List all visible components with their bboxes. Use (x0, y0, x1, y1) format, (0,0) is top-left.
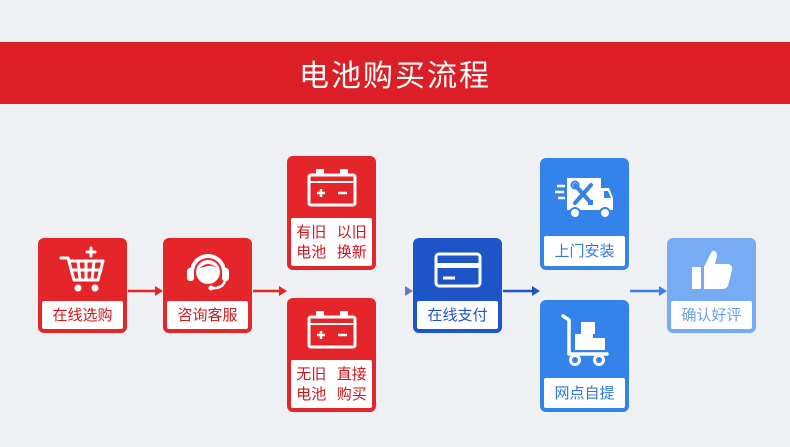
step-label-line: 无旧电池 (296, 365, 327, 403)
step-icon-area (287, 156, 376, 218)
shopping-cart-icon (59, 246, 104, 291)
headset-icon (186, 253, 229, 290)
step-label: 咨询客服 (167, 301, 248, 329)
step-label: 在线选购 (42, 301, 123, 329)
step-consult-service[interactable]: 咨询客服 (163, 238, 252, 333)
step-icon-area (163, 238, 252, 301)
page-title: 电池购买流程 (0, 42, 790, 104)
step-online-select[interactable]: 在线选购 (38, 238, 127, 333)
step-confirm-review[interactable]: 确认好评 (667, 238, 756, 333)
step-label: 网点自提 (544, 378, 625, 408)
step-label-line: 有旧电池 (296, 223, 327, 261)
hand-cart-icon (560, 314, 609, 366)
service-truck-icon (554, 178, 613, 219)
step-label: 无旧电池 直接购买 (291, 360, 372, 408)
arrow-delivery-to-review (630, 286, 667, 296)
step-icon-area (667, 238, 756, 301)
step-icon-area (413, 238, 502, 301)
arrow-select-to-consult (128, 286, 163, 296)
step-label: 上门安装 (544, 236, 625, 266)
step-icon-area (540, 300, 629, 378)
step-label: 有旧电池 以旧换新 (291, 218, 372, 266)
step-store-pickup[interactable]: 网点自提 (540, 300, 629, 412)
step-online-pay[interactable]: 在线支付 (413, 238, 502, 333)
arrow-pay-to-delivery (503, 286, 540, 296)
card-icon (434, 252, 481, 287)
step-trade-in[interactable]: 有旧电池 以旧换新 (287, 156, 376, 270)
step-label: 在线支付 (417, 301, 498, 329)
thumbs-up-icon (691, 250, 732, 289)
step-label-line: 直接购买 (336, 365, 367, 403)
step-icon-area (540, 158, 629, 236)
arrow-consult-to-battery (253, 286, 287, 296)
arrow-battery-to-pay (378, 286, 413, 296)
step-direct-buy[interactable]: 无旧电池 直接购买 (287, 298, 376, 412)
step-home-install[interactable]: 上门安装 (540, 158, 629, 270)
step-label-line: 以旧换新 (336, 223, 367, 261)
battery-icon (307, 169, 356, 207)
step-label: 确认好评 (671, 301, 752, 329)
battery-icon (307, 311, 356, 349)
step-icon-area (287, 298, 376, 360)
step-icon-area (38, 238, 127, 301)
